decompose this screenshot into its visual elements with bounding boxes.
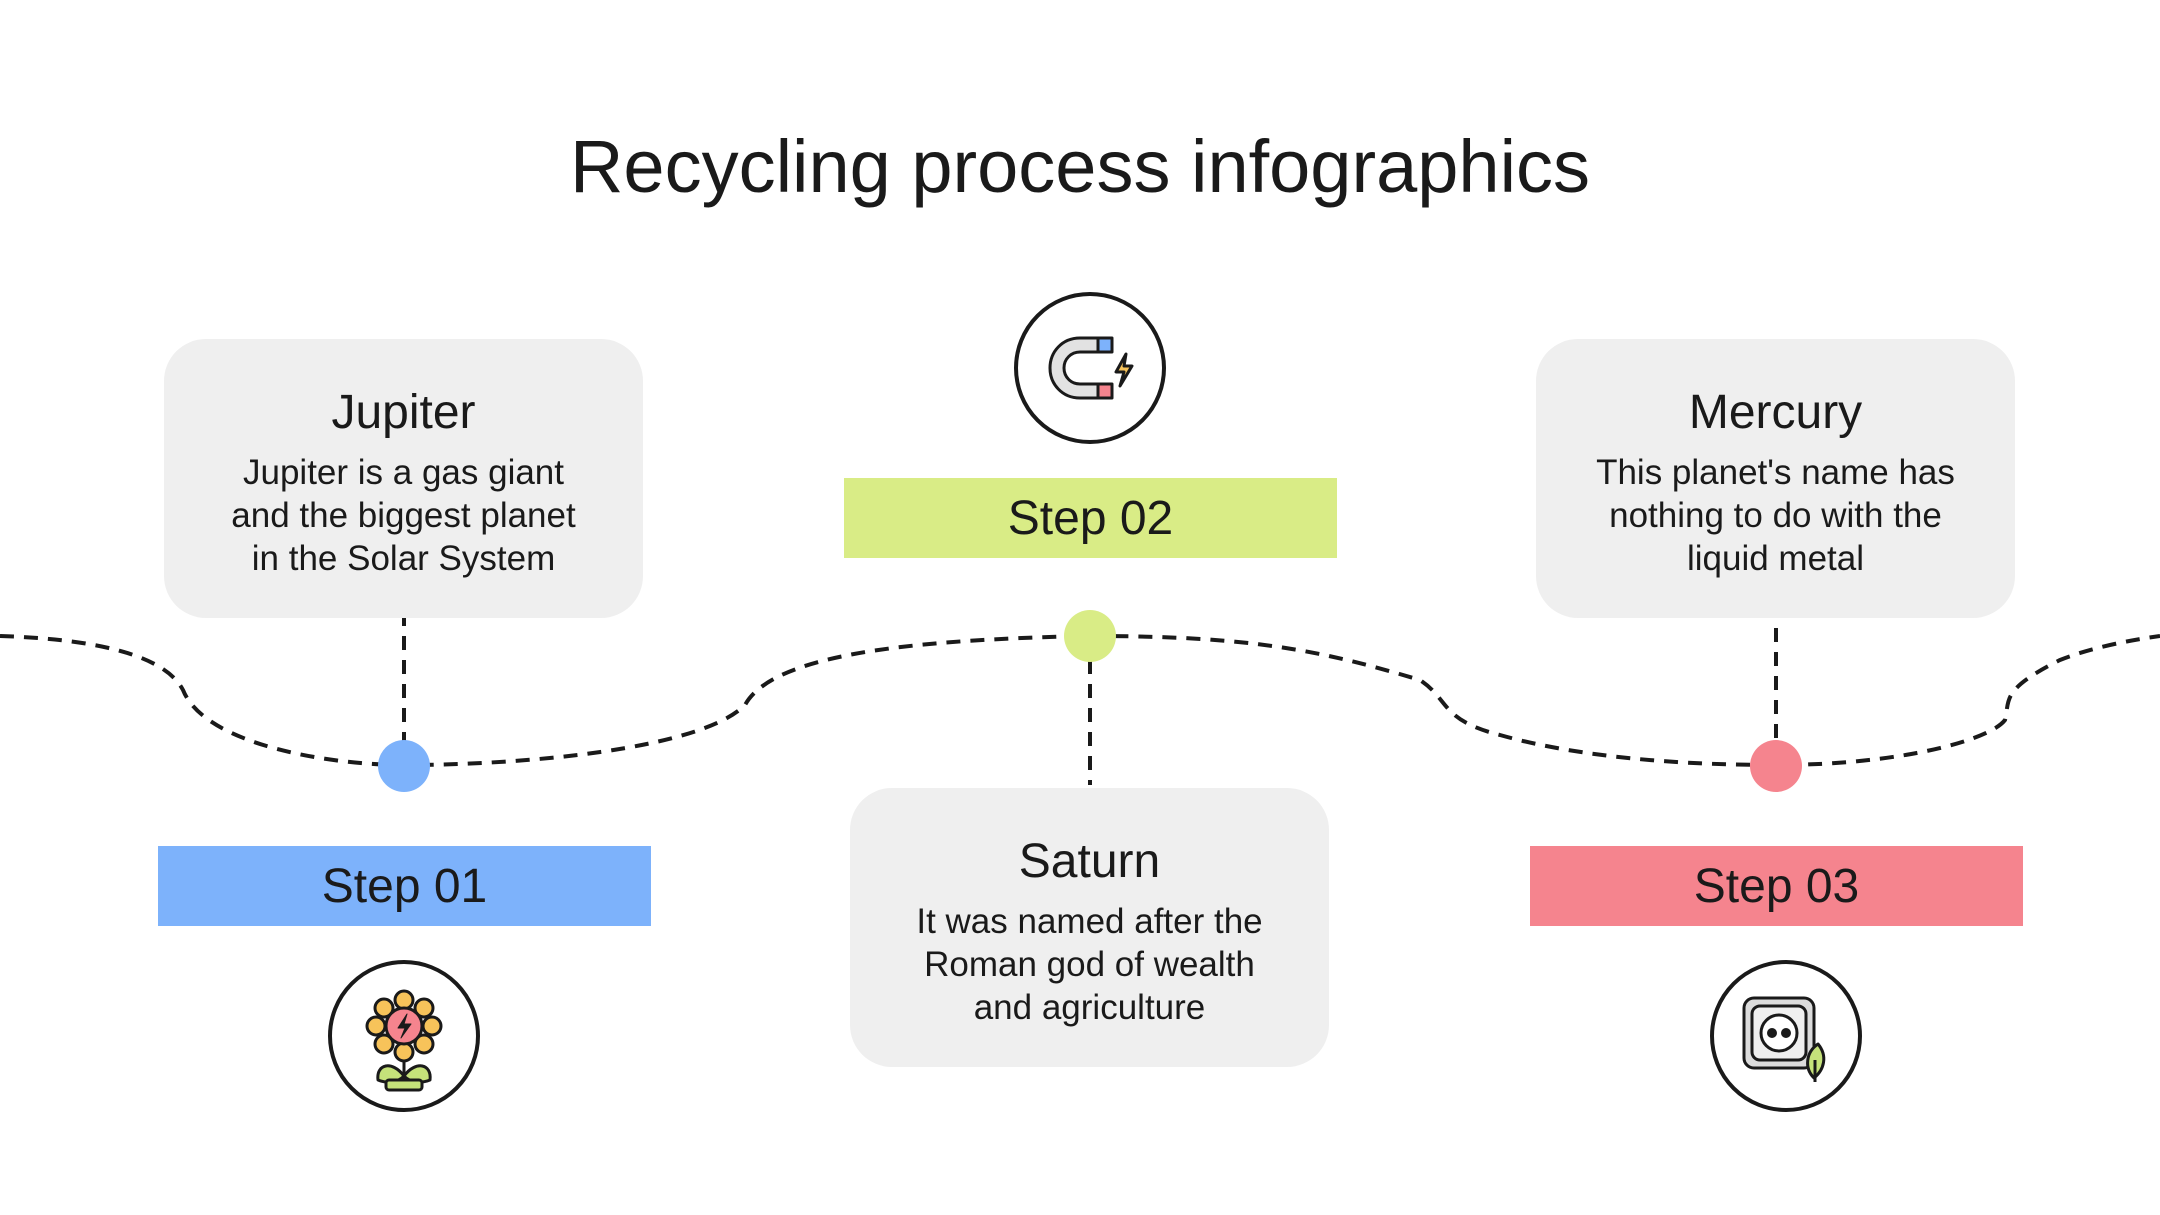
card-title: Saturn — [1018, 835, 1161, 888]
node-step-03 — [1750, 740, 1802, 792]
card-text-line: Jupiter is a gas giant — [242, 453, 564, 492]
card-text-line: Roman god of wealth — [924, 945, 1255, 984]
card-saturn: Saturn It was named after the Roman god … — [850, 788, 1329, 1067]
card-text: It was named after the Roman god of weal… — [850, 900, 1329, 1029]
card-text: Jupiter is a gas giant and the biggest p… — [164, 451, 643, 580]
card-text-line: This planet's name has — [1596, 453, 1955, 492]
step-02-label: Step 02 — [844, 478, 1337, 558]
step-01-label: Step 01 — [158, 846, 651, 926]
card-jupiter: Jupiter Jupiter is a gas giant and the b… — [164, 339, 643, 618]
card-title: Mercury — [1688, 386, 1863, 439]
sunflower-energy-icon — [328, 960, 480, 1112]
node-step-01 — [378, 740, 430, 792]
card-text-line: and agriculture — [973, 988, 1206, 1027]
card-title: Jupiter — [331, 386, 476, 439]
step-03-label: Step 03 — [1530, 846, 2023, 926]
card-text-line: in the Solar System — [251, 539, 556, 578]
eco-socket-icon — [1710, 960, 1862, 1112]
card-text-line: nothing to do with the — [1609, 496, 1942, 535]
card-text: This planet's name has nothing to do wit… — [1536, 451, 2015, 580]
card-mercury: Mercury This planet's name has nothing t… — [1536, 339, 2015, 618]
node-step-02 — [1064, 610, 1116, 662]
card-text-line: liquid metal — [1686, 539, 1865, 578]
page-title: Recycling process infographics — [569, 125, 1591, 208]
card-text-line: It was named after the — [916, 902, 1263, 941]
magnet-icon — [1014, 292, 1166, 444]
card-text-line: and the biggest planet — [231, 496, 576, 535]
